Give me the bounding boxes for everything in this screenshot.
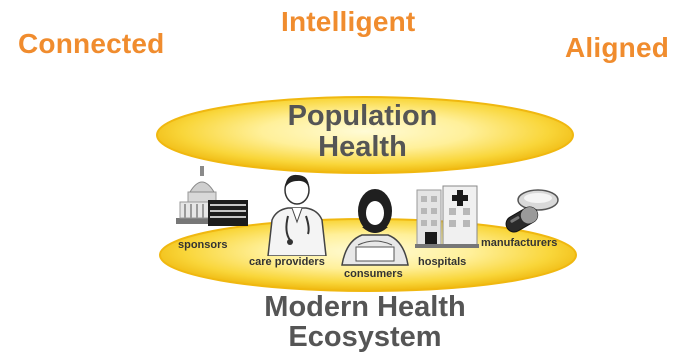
- ecosystem-line1: Modern Health: [264, 291, 466, 323]
- patient-icon: [341, 189, 409, 266]
- population-health-title: Population Health: [200, 101, 525, 163]
- doctor-icon: [267, 174, 327, 256]
- population-health-ellipse: [156, 96, 574, 174]
- population-health-line2: Health: [318, 131, 407, 163]
- actor-label-hospitals: hospitals: [418, 256, 467, 268]
- pillar-intelligent: Intelligent: [281, 6, 416, 37]
- ecosystem-line2: Ecosystem: [288, 321, 442, 353]
- actor-label-consumers: consumers: [344, 268, 403, 280]
- hospital-building-icon: [415, 185, 479, 248]
- actor-label-manufacturers: manufacturers: [481, 237, 558, 249]
- pillar-aligned: Aligned: [565, 32, 670, 63]
- pills-icon: [505, 189, 559, 233]
- population-health-line1: Population: [287, 100, 438, 132]
- capitol-building-icon: [176, 166, 248, 226]
- pillar-connected: Connected: [18, 28, 165, 59]
- ecosystem-title: Modern Health Ecosystem: [205, 292, 525, 352]
- actor-label-sponsors: sponsors: [178, 239, 228, 251]
- actor-label-care-providers: care providers: [249, 256, 325, 268]
